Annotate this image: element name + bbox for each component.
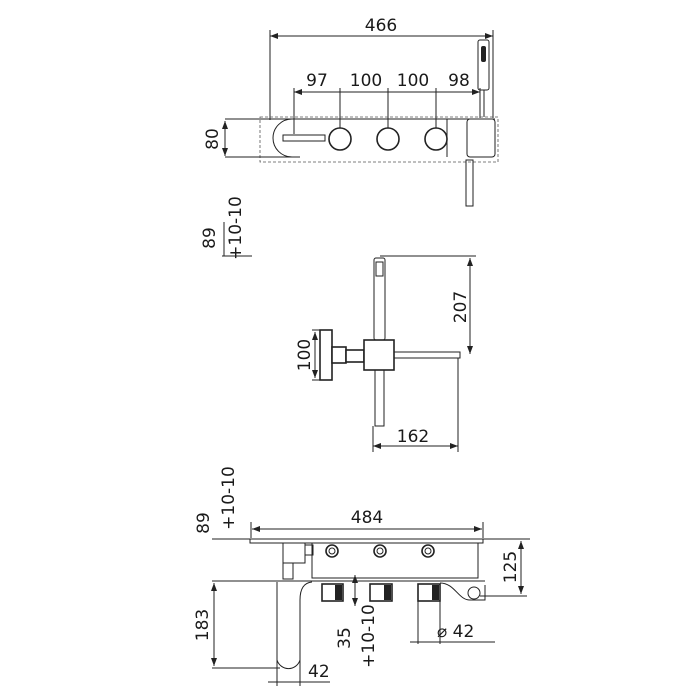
dim-tolerance: +10-10	[226, 196, 246, 260]
shower-holder	[466, 118, 496, 158]
dim-front-projection: 89	[194, 512, 214, 534]
dim-shower-height: 207	[451, 291, 471, 323]
handle-3	[424, 127, 448, 151]
dim-depth-tolerance: +10-10	[359, 604, 379, 668]
hose-side	[374, 369, 385, 427]
top-plate	[249, 538, 484, 544]
side-view: 207 100 162	[295, 255, 476, 452]
top-view: 466 97 100 100 98 80 89 +10-10	[200, 16, 499, 260]
wall-plate	[319, 329, 333, 381]
dim-projection: 89	[200, 227, 220, 249]
dim-front-width: 484	[351, 508, 383, 528]
plate-rounded-end	[272, 118, 293, 158]
dim-height: 80	[203, 128, 223, 150]
spout-shower-outlet	[439, 582, 486, 601]
front-view: 89 +10-10 484 125 183 35 +10-10	[193, 466, 530, 686]
dim-spacing-4: 98	[448, 71, 470, 91]
dim-front-tolerance: +10-10	[219, 466, 239, 530]
valve-body	[311, 542, 479, 579]
dim-spacing-1: 97	[306, 71, 328, 91]
shower-hose	[465, 159, 474, 207]
dim-spout-width: 42	[308, 662, 330, 682]
diverter-lever	[282, 134, 326, 142]
dim-spout-drop: 183	[193, 609, 213, 641]
dim-overall-width: 466	[365, 16, 397, 36]
handle-1	[328, 127, 352, 151]
dim-spacing-2: 100	[350, 71, 382, 91]
bath-spout	[276, 581, 313, 669]
handle-2	[376, 127, 400, 151]
dim-depth: 35	[335, 627, 355, 649]
dim-plate-height: 100	[295, 339, 315, 371]
dim-body-height: 125	[501, 551, 521, 583]
dim-spacing-3: 100	[397, 71, 429, 91]
dim-handle-diameter: ⌀ 42	[437, 622, 474, 642]
dim-spout-reach: 162	[397, 427, 429, 447]
